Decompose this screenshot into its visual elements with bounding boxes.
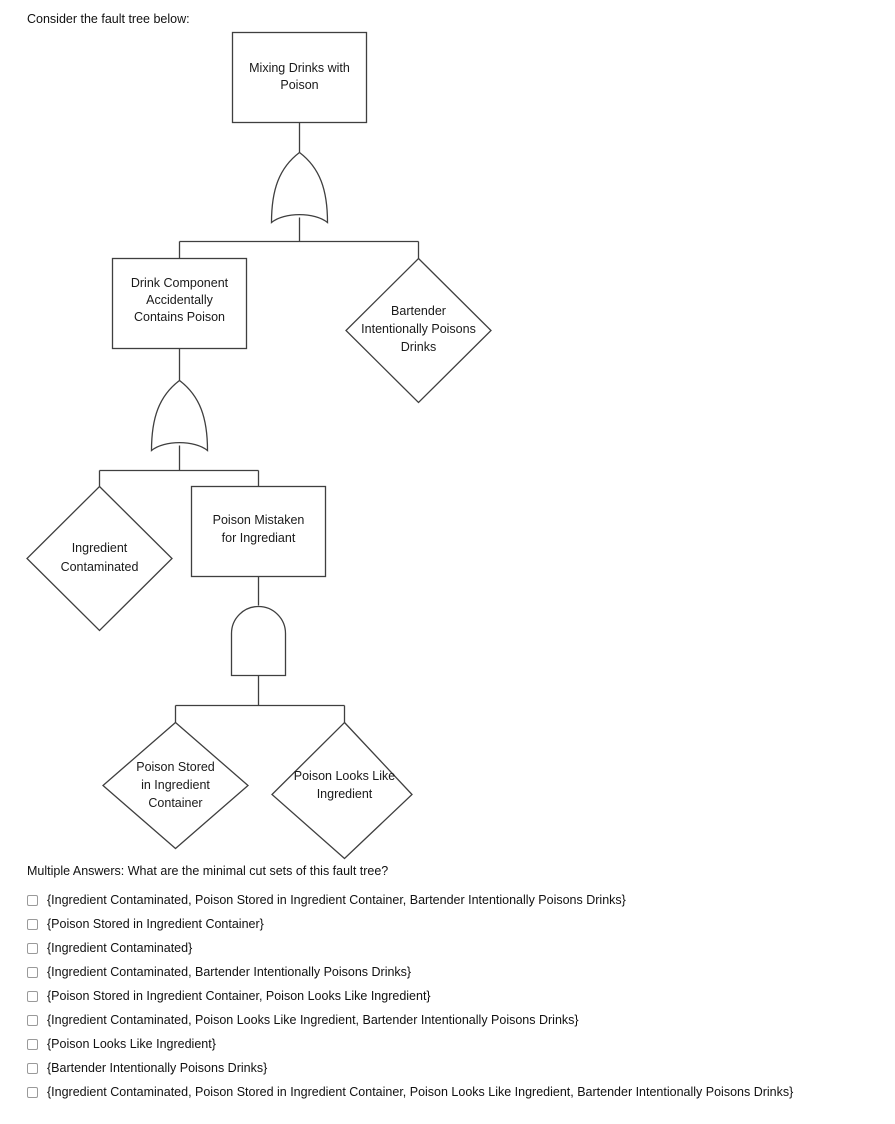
node-poison-stored-label-1: in Ingredient	[141, 778, 210, 792]
node-bartender-poisons	[345, 257, 492, 404]
node-top-event-label-0: Mixing Drinks with	[249, 61, 350, 75]
answer-option-checkbox[interactable]	[27, 894, 38, 906]
answer-option-row[interactable]: {Poison Stored in Ingredient Container, …	[27, 984, 887, 1008]
node-top-event	[231, 31, 368, 124]
node-poison-looks-like	[271, 721, 413, 860]
question-text: Multiple Answers: What are the minimal c…	[27, 864, 389, 878]
prompt-text: Consider the fault tree below:	[27, 12, 190, 26]
answer-option-row[interactable]: {Ingredient Contaminated, Bartender Inte…	[27, 960, 887, 984]
answer-option-checkbox[interactable]	[27, 1062, 38, 1074]
answer-option-label: {Ingredient Contaminated}	[47, 941, 193, 955]
node-poison-mistaken	[190, 485, 327, 578]
answer-option-label: {Poison Stored in Ingredient Container, …	[47, 989, 431, 1003]
answer-option-label: {Ingredient Contaminated, Poison Stored …	[47, 893, 626, 907]
node-poison-stored-label-2: Container	[148, 796, 202, 810]
node-bartender-label-2: Drinks	[401, 340, 436, 354]
answer-option-checkbox[interactable]	[27, 966, 38, 978]
node-drink-component	[111, 257, 248, 350]
node-drink-component-label-1: Accidentally	[146, 293, 213, 307]
answer-option-row[interactable]: {Ingredient Contaminated, Poison Stored …	[27, 1080, 887, 1104]
node-poison-stored-label-0: Poison Stored	[136, 760, 215, 774]
node-top-event-label-1: Poison	[280, 78, 318, 92]
node-poison-mistaken-label-0: Poison Mistaken	[213, 513, 305, 527]
answer-option-row[interactable]: {Bartender Intentionally Poisons Drinks}	[27, 1056, 887, 1080]
answer-option-label: {Poison Stored in Ingredient Container}	[47, 917, 264, 931]
fault-tree-diagram: Mixing Drinks with Poison Drink Componen…	[26, 31, 492, 860]
answer-option-checkbox[interactable]	[27, 1014, 38, 1026]
answer-option-row[interactable]: {Ingredient Contaminated, Poison Looks L…	[27, 1008, 887, 1032]
node-drink-component-label-2: Contains Poison	[134, 310, 225, 324]
node-poison-looks-like-label-1: Ingredient	[317, 787, 373, 801]
node-poison-looks-like-label-0: Poison Looks Like	[294, 769, 396, 783]
node-bartender-label-0: Bartender	[391, 304, 446, 318]
node-ingredient-contaminated	[26, 485, 173, 632]
node-ingredient-contaminated-label-1: Contaminated	[61, 560, 139, 574]
answer-option-checkbox[interactable]	[27, 1086, 38, 1098]
node-bartender-label-1: Intentionally Poisons	[361, 322, 476, 336]
node-poison-mistaken-label-1: for Ingrediant	[222, 531, 296, 545]
answer-option-row[interactable]: {Poison Looks Like Ingredient}	[27, 1032, 887, 1056]
answer-option-row[interactable]: {Ingredient Contaminated}	[27, 936, 887, 960]
gate-or-mid	[150, 379, 209, 452]
answer-option-row[interactable]: {Poison Stored in Ingredient Container}	[27, 912, 887, 936]
node-ingredient-contaminated-label-0: Ingredient	[72, 541, 128, 555]
answer-option-checkbox[interactable]	[27, 990, 38, 1002]
answer-option-checkbox[interactable]	[27, 942, 38, 954]
answer-option-label: {Ingredient Contaminated, Poison Looks L…	[47, 1013, 579, 1027]
answer-options-list: {Ingredient Contaminated, Poison Stored …	[27, 888, 887, 1104]
answer-option-label: {Bartender Intentionally Poisons Drinks}	[47, 1061, 268, 1075]
answer-option-row[interactable]: {Ingredient Contaminated, Poison Stored …	[27, 888, 887, 912]
node-poison-stored	[102, 721, 249, 850]
answer-option-checkbox[interactable]	[27, 1038, 38, 1050]
answer-option-label: {Ingredient Contaminated, Poison Stored …	[47, 1085, 794, 1099]
gate-and-bottom	[230, 605, 287, 677]
gate-or-top	[270, 151, 329, 224]
answer-option-label: {Poison Looks Like Ingredient}	[47, 1037, 216, 1051]
node-drink-component-label-0: Drink Component	[131, 276, 229, 290]
answer-option-label: {Ingredient Contaminated, Bartender Inte…	[47, 965, 412, 979]
answer-option-checkbox[interactable]	[27, 918, 38, 930]
